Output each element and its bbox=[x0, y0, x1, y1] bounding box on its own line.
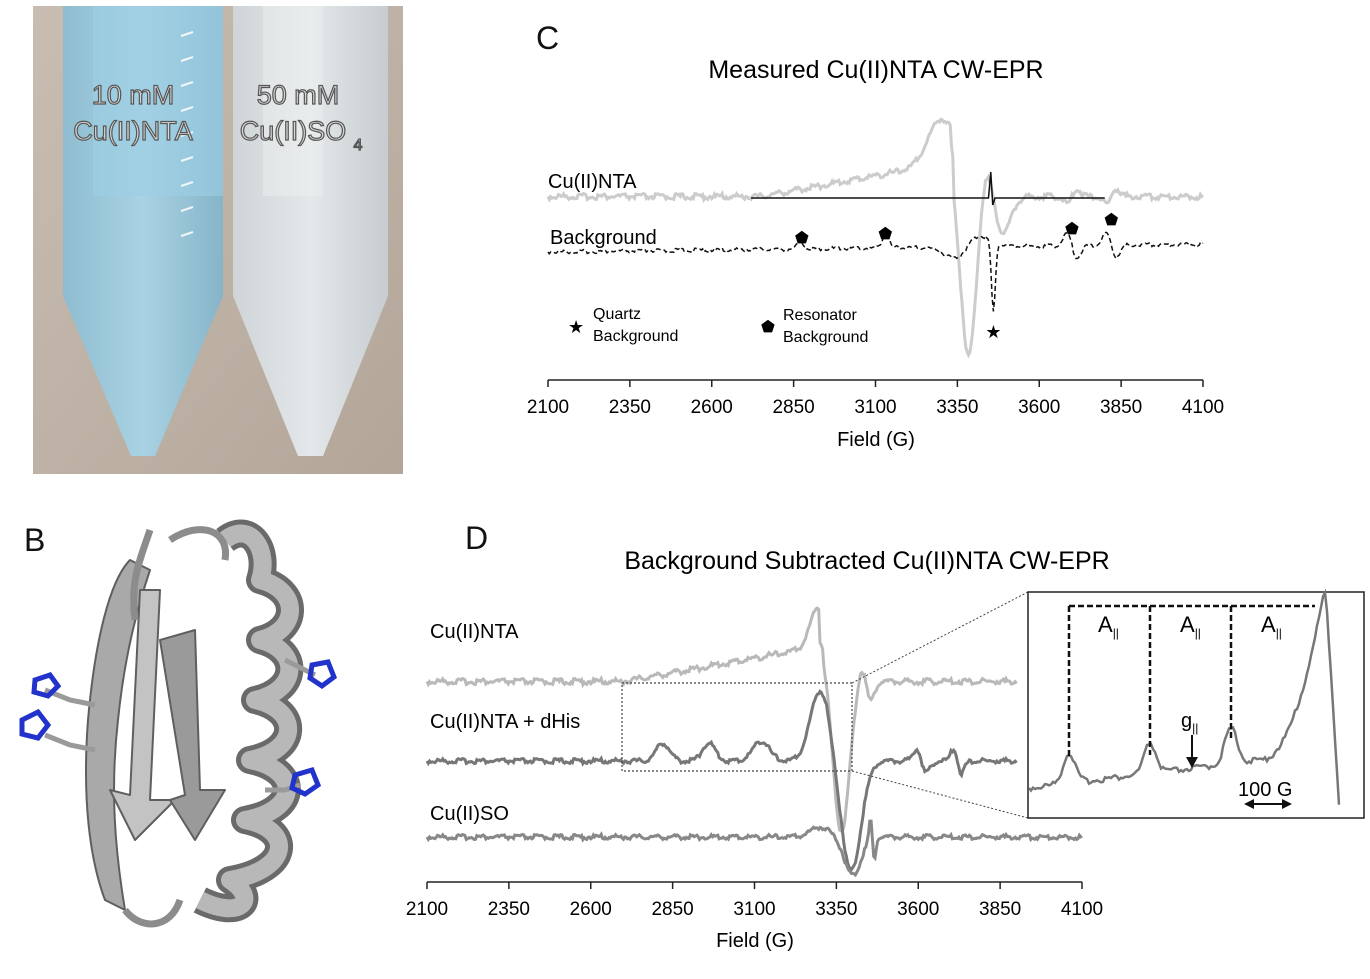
inset-frame bbox=[1027, 591, 1365, 819]
x-tick-label: 3100 bbox=[733, 899, 775, 920]
left-tube-label-2: Cu(II)NTA bbox=[73, 116, 193, 146]
resonator-pentagon-marker: ⬟ bbox=[795, 230, 809, 247]
inset-hyperfine-lines bbox=[1067, 604, 1315, 758]
left-tube-label-1: 10 mM bbox=[92, 80, 175, 110]
right-tube-label-sub: 4 bbox=[354, 137, 363, 154]
legend-star-icon: ★ bbox=[568, 317, 584, 337]
beta-strand-3 bbox=[159, 629, 226, 841]
chart-c-x-label: Field (G) bbox=[837, 429, 915, 451]
chart-d-x-label: Field (G) bbox=[716, 930, 794, 952]
x-tick-label: 2350 bbox=[609, 397, 651, 418]
chart-d-trace-dhis bbox=[425, 689, 1018, 872]
chart-c-trace-quartz-spike bbox=[751, 171, 1105, 206]
inset-scale-arrow-right-icon bbox=[1282, 799, 1292, 809]
protein-cartoon-icon bbox=[19, 519, 338, 928]
beta-strand-2 bbox=[109, 589, 176, 841]
chart-d-series-label-cuSO: Cu(II)SO bbox=[430, 803, 509, 825]
chart-c-legend: ★ Quartz Background ⬟ Resonator Backgrou… bbox=[568, 306, 868, 346]
inset-g-arrow-head-icon bbox=[1186, 757, 1198, 768]
chart-measured: Measured Cu(II)NTA CW-EPR Cu(II)NTA Back… bbox=[527, 56, 1224, 451]
inset-scale-arrow-left-icon bbox=[1244, 799, 1254, 809]
chart-c-x-ticks: 2100 2350 2600 2850 3100 3350 3600 3850 4100 bbox=[527, 380, 1224, 418]
inset-g-label: g|| bbox=[1181, 710, 1198, 735]
x-tick-label: 2350 bbox=[488, 899, 530, 920]
right-tube-label-2: Cu(II)SO bbox=[240, 116, 347, 146]
chart-d-x-ticks: 2100 2350 2600 2850 3100 3350 3600 3850 4100 bbox=[406, 882, 1103, 920]
zoom-connector-top bbox=[851, 591, 1029, 684]
x-tick-label: 3600 bbox=[1018, 397, 1060, 418]
x-tick-label: 4100 bbox=[1061, 899, 1103, 920]
chart-d-series-label-cuNTA: Cu(II)NTA bbox=[430, 621, 519, 643]
chart-d-trace-cuNTA bbox=[425, 606, 1018, 833]
legend-resonator-line1: Resonator bbox=[783, 307, 857, 324]
svg-text:A||: A|| bbox=[1180, 612, 1201, 640]
resonator-pentagon-marker: ⬟ bbox=[1065, 221, 1079, 238]
quartz-star-marker: ★ bbox=[985, 322, 1001, 342]
chart-subtracted: Background Subtracted Cu(II)NTA CW-EPR C… bbox=[406, 547, 1365, 952]
x-tick-label: 2600 bbox=[691, 397, 733, 418]
x-tick-label: 2100 bbox=[406, 899, 448, 920]
x-tick-label: 3850 bbox=[1100, 397, 1142, 418]
chart-c-trace-background bbox=[547, 231, 1204, 312]
tube-left-upper-fill bbox=[93, 6, 223, 196]
tube-photo: 10 mM Cu(II)NTA 50 mM Cu(II)SO 4 bbox=[33, 6, 403, 474]
alpha-helix-highlight bbox=[195, 524, 299, 918]
zoom-region-box bbox=[621, 682, 853, 772]
legend-quartz-line2: Background bbox=[593, 328, 678, 345]
legend-pentagon-icon: ⬟ bbox=[761, 319, 775, 336]
x-tick-label: 2850 bbox=[651, 899, 693, 920]
chart-c-series-label-background: Background bbox=[550, 227, 657, 249]
x-tick-label: 2100 bbox=[527, 397, 569, 418]
tube-right-highlight bbox=[263, 6, 323, 196]
panel-label-b: B bbox=[24, 522, 46, 558]
zoom-connector-bottom bbox=[851, 770, 1029, 819]
panel-label-c: C bbox=[536, 20, 560, 56]
inset-scale-label: 100 G bbox=[1238, 779, 1292, 801]
histidine-sidechains bbox=[19, 657, 338, 797]
tube-labels: 10 mM Cu(II)NTA 50 mM Cu(II)SO 4 bbox=[73, 79, 363, 154]
x-tick-label: 3100 bbox=[854, 397, 896, 418]
x-tick-label: 3350 bbox=[815, 899, 857, 920]
inset-panel: A|| A|| A|| g|| 100 G bbox=[1027, 588, 1365, 819]
panel-label-d: D bbox=[465, 520, 489, 556]
x-tick-label: 3600 bbox=[897, 899, 939, 920]
x-tick-label: 2600 bbox=[570, 899, 612, 920]
tube-left-graduations bbox=[180, 31, 194, 237]
chart-c-markers: ★ ⬟ ⬟ ⬟ ⬟ bbox=[795, 212, 1118, 342]
x-tick-label: 4100 bbox=[1182, 397, 1224, 418]
svg-text:A||: A|| bbox=[1261, 612, 1282, 640]
chart-c-series-label-cuNTA: Cu(II)NTA bbox=[548, 171, 637, 193]
svg-text:A||: A|| bbox=[1098, 612, 1119, 640]
x-tick-label: 2850 bbox=[772, 397, 814, 418]
resonator-pentagon-marker: ⬟ bbox=[1104, 212, 1118, 229]
chart-c-trace-cuNTA bbox=[546, 117, 1204, 359]
right-tube-label-1: 50 mM bbox=[257, 80, 340, 110]
inset-trace bbox=[1028, 588, 1341, 805]
chart-d-title: Background Subtracted Cu(II)NTA CW-EPR bbox=[624, 547, 1109, 575]
protein-loops bbox=[122, 526, 229, 928]
legend-resonator-line2: Background bbox=[783, 329, 868, 346]
chart-d-trace-cuSO bbox=[425, 819, 1083, 878]
resonator-pentagon-marker: ⬟ bbox=[878, 226, 892, 243]
beta-strand-1 bbox=[85, 559, 151, 911]
x-tick-label: 3350 bbox=[936, 397, 978, 418]
chart-d-series-label-dhis: Cu(II)NTA + dHis bbox=[430, 711, 580, 733]
x-tick-label: 3850 bbox=[979, 899, 1021, 920]
legend-quartz-line1: Quartz bbox=[593, 306, 641, 323]
inset-a-labels: A|| A|| A|| bbox=[1098, 612, 1282, 640]
chart-c-title: Measured Cu(II)NTA CW-EPR bbox=[708, 56, 1043, 84]
